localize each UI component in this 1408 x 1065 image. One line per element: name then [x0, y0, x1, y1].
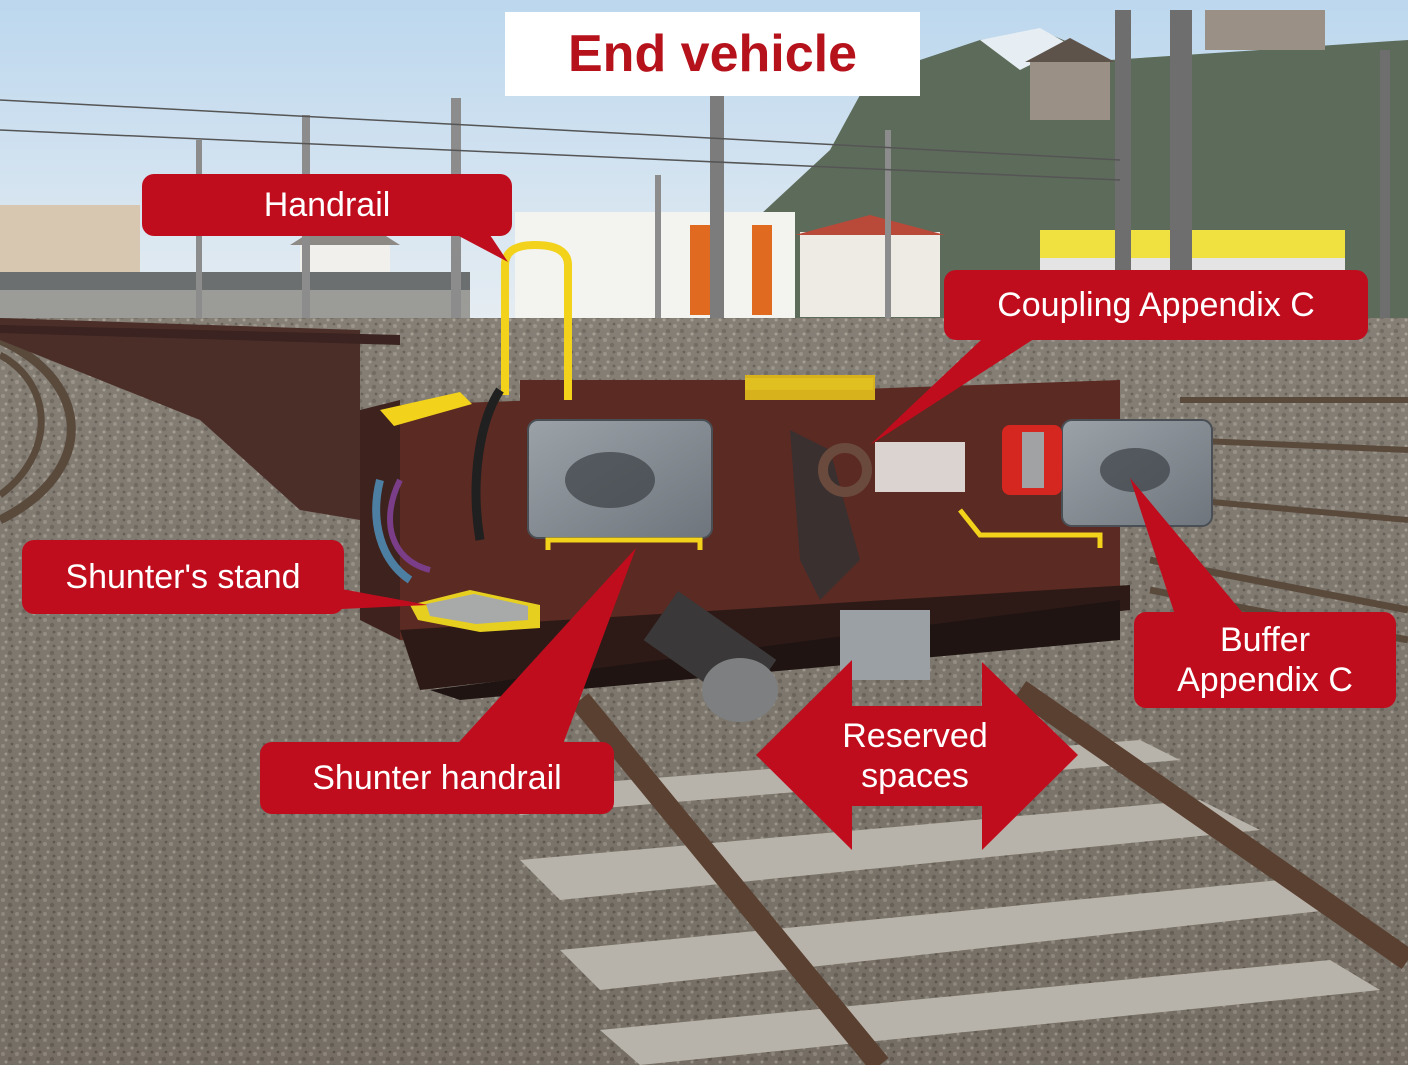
- shop-sign: [1040, 230, 1345, 258]
- castle: [1030, 60, 1110, 120]
- notice-placard: [875, 442, 965, 492]
- coupling-pointer: [870, 322, 1060, 445]
- callout-reserved-spaces: Reserved spaces: [842, 717, 988, 795]
- page-title: End vehicle: [505, 12, 920, 96]
- coupling-rod: [643, 430, 872, 722]
- wagon-train: [0, 318, 360, 520]
- callout-buffer: Buffer Appendix C: [1134, 612, 1396, 708]
- stand-pointer: [320, 585, 428, 610]
- reserved-spaces-arrow: [756, 660, 1078, 850]
- buffer-pointer: [1130, 478, 1252, 624]
- building-red-roof: [800, 232, 940, 317]
- shunter-handrail-bar: [545, 537, 703, 550]
- callout-handrail: Handrail: [142, 174, 512, 236]
- platform-canopy: [0, 272, 470, 290]
- shunter-handrail-pointer: [450, 548, 636, 752]
- foreground-track: [500, 680, 1408, 1065]
- callout-shunters-stand: Shunter's stand: [22, 540, 344, 614]
- callout-shunter-handrail: Shunter handrail: [260, 742, 614, 814]
- left-track: [0, 335, 76, 525]
- yellow-handrail: [501, 240, 572, 400]
- callout-coupling: Coupling Appendix C: [944, 270, 1368, 340]
